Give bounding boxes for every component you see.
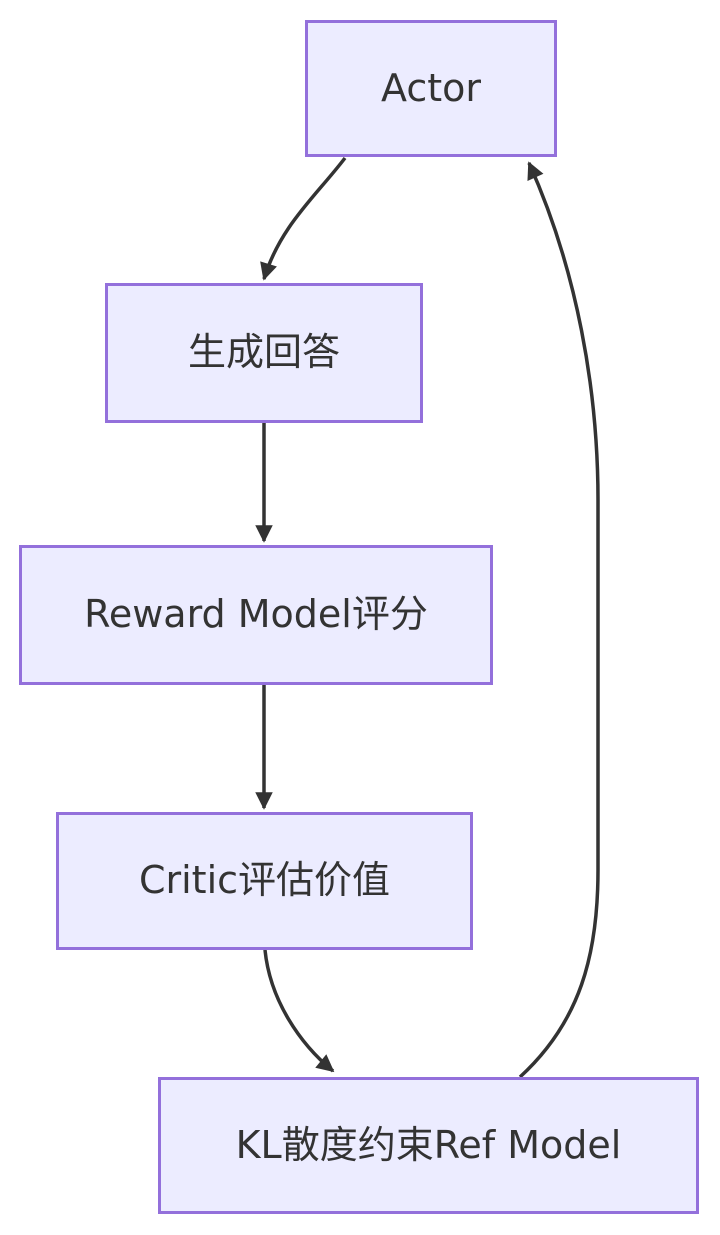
node-kl-divergence-ref-model: KL散度约束Ref Model — [158, 1077, 699, 1214]
node-actor-label: Actor — [381, 65, 481, 110]
node-actor: Actor — [305, 20, 557, 157]
edge-kl-to-actor-feedback — [518, 161, 600, 1079]
node-reward-model-scoring: Reward Model评分 — [19, 545, 493, 685]
node-critic-value-estimate-label: Critic评估价值 — [138, 858, 391, 903]
node-generate-answer: 生成回答 — [105, 283, 423, 423]
node-generate-answer-label: 生成回答 — [187, 330, 340, 375]
node-kl-divergence-ref-model-label: KL散度约束Ref Model — [235, 1122, 622, 1167]
node-critic-value-estimate: Critic评估价值 — [56, 812, 473, 950]
node-reward-model-scoring-label: Reward Model评分 — [84, 592, 428, 637]
edge-actor-to-generate — [260, 156, 347, 281]
edge-critic-to-kl — [263, 949, 335, 1073]
